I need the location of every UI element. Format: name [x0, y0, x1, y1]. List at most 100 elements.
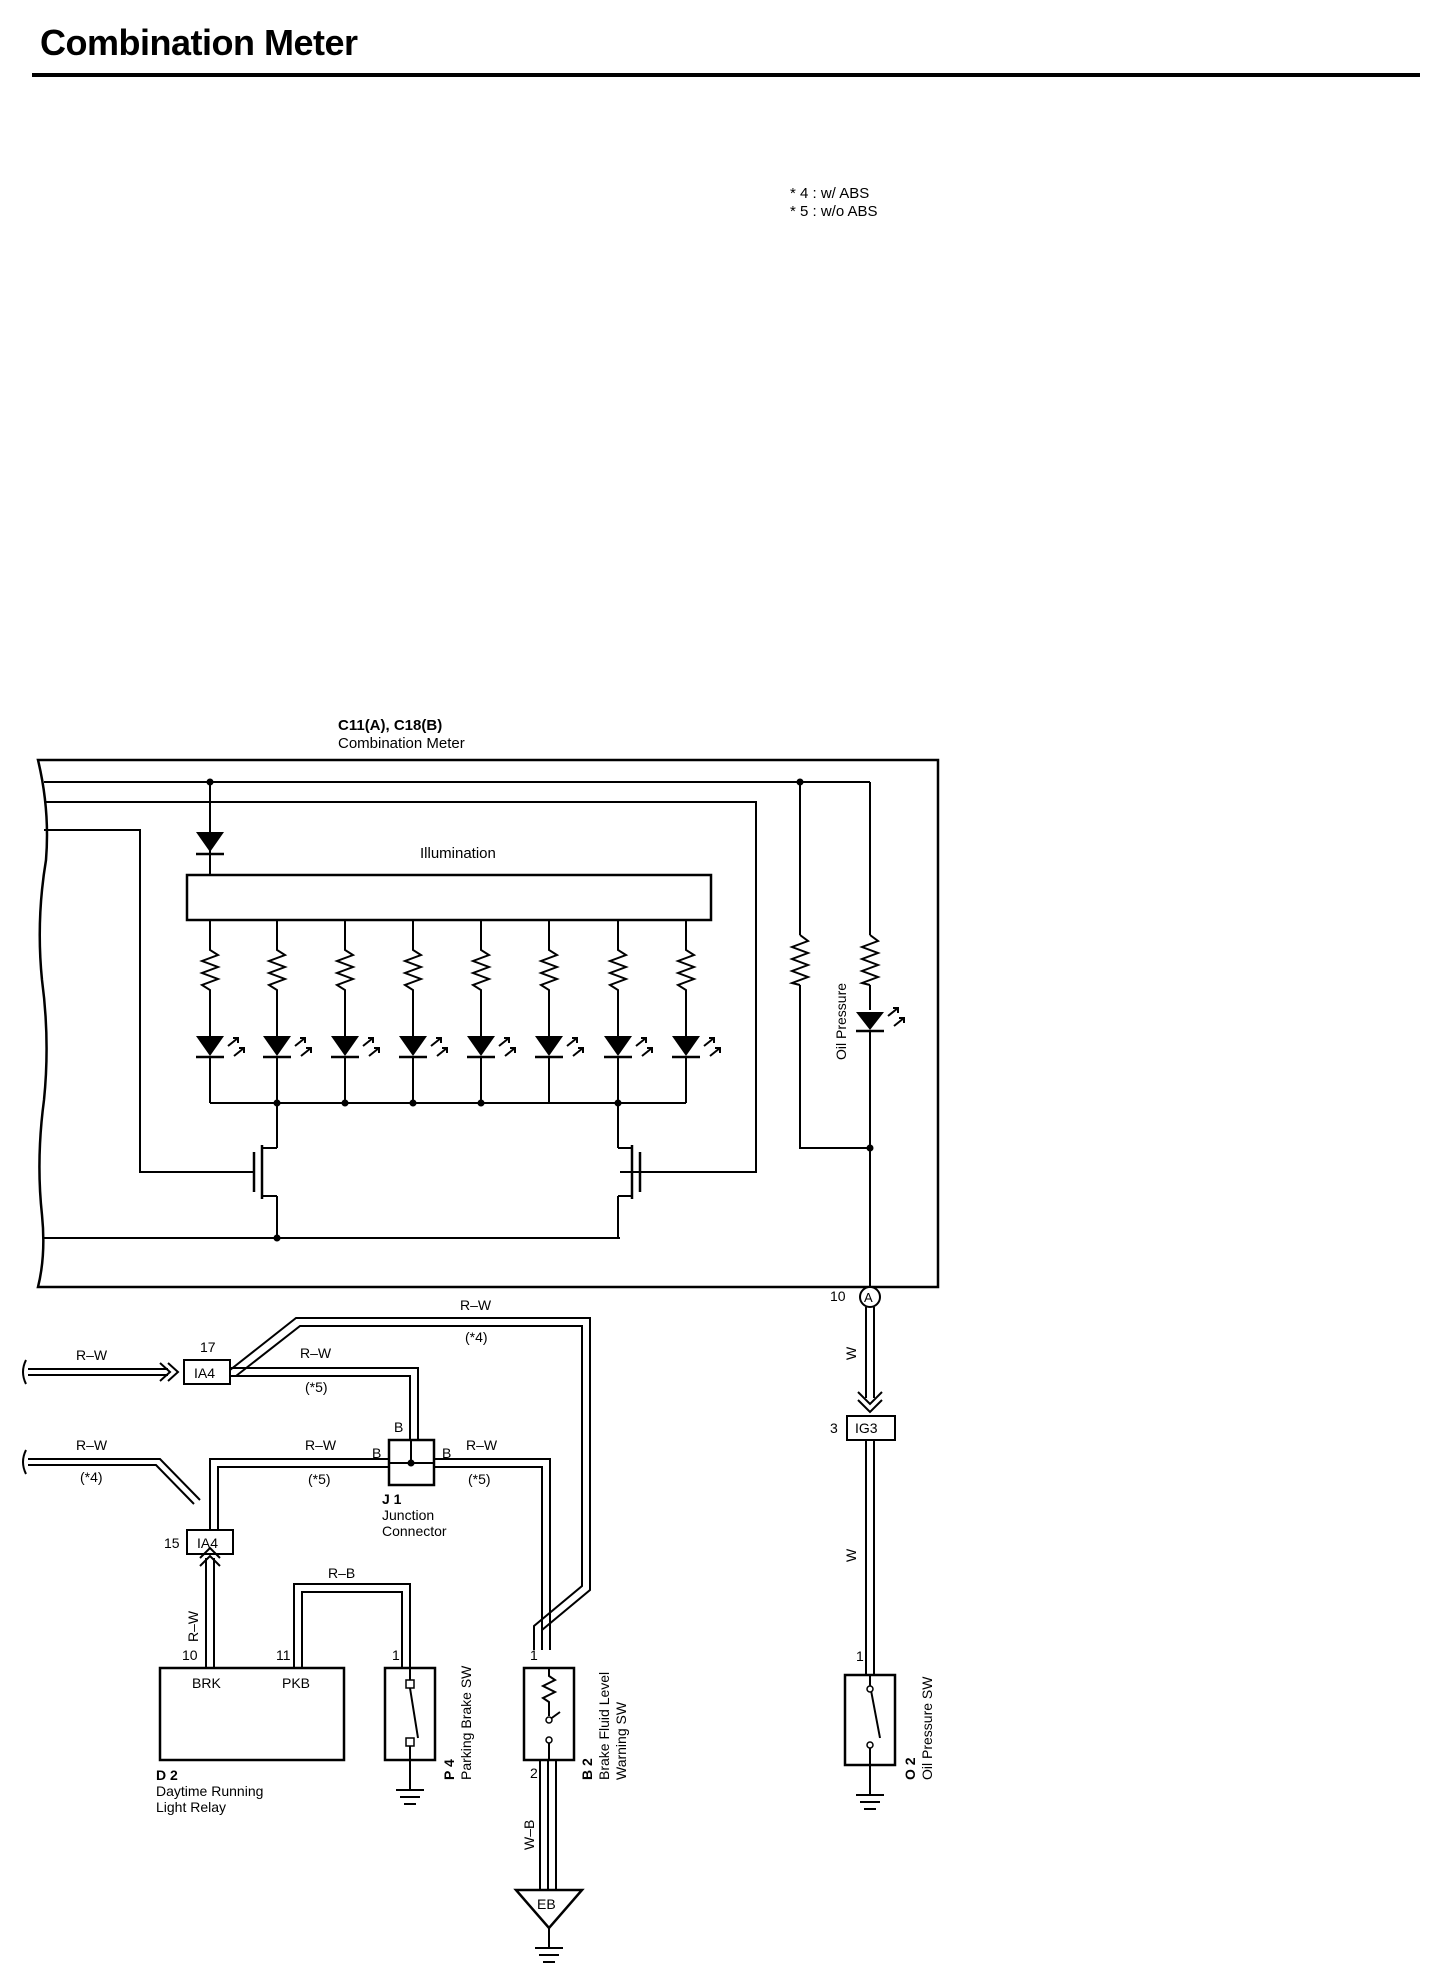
ia4-17-name: IA4	[194, 1365, 215, 1381]
b2-pin-bottom: 2	[530, 1765, 538, 1781]
oil-pressure-label: Oil Pressure	[833, 983, 849, 1060]
illumination-diode-icon	[196, 832, 224, 852]
led-icon	[263, 1036, 291, 1056]
oil-pressure-switch-contact-icon	[866, 1675, 881, 1765]
j1-line1: Junction	[382, 1507, 434, 1523]
rb-label: R–B	[328, 1565, 355, 1581]
ia4-15-name: IA4	[197, 1535, 218, 1551]
oil-pressure-resistor-left-icon	[788, 934, 811, 986]
rw-top-label: R–W	[460, 1297, 492, 1313]
illumination-block	[185, 873, 713, 922]
abs4-label: (*4)	[465, 1329, 488, 1345]
harness-rw-ia4-15: R–W (*4)	[22, 1437, 201, 1505]
led-icon	[604, 1036, 632, 1056]
d2-pin-pkb: 11	[276, 1647, 291, 1663]
meter-terminal-num: 10	[830, 1288, 846, 1304]
b2-pin-top: 1	[530, 1647, 538, 1663]
abs5-a-label: (*5)	[305, 1379, 328, 1395]
meter-terminal-a	[859, 1286, 881, 1308]
brake-fluid-switch-contact-icon	[540, 1668, 561, 1760]
o2-pin: 1	[856, 1648, 864, 1664]
wire-rb	[293, 1583, 411, 1668]
rw-in1-label: R–W	[76, 1347, 108, 1363]
j1-id: J 1	[382, 1491, 402, 1507]
ig3-pin: 3	[830, 1420, 838, 1436]
combination-meter-box	[36, 758, 940, 1289]
j1-pin-left: B	[372, 1445, 381, 1461]
p4-name: Parking Brake SW	[458, 1665, 474, 1780]
abs4-b-label: (*4)	[80, 1469, 103, 1485]
indicator-lamp	[331, 920, 380, 1103]
d2-pkb: PKB	[282, 1675, 310, 1691]
abs-notes: * 4 : w/ ABS * 5 : w/o ABS	[790, 185, 878, 220]
ground-icon	[535, 1928, 563, 1963]
harness-rw-ia4-17: R–W	[22, 1347, 180, 1385]
d2-brk: BRK	[192, 1675, 221, 1691]
illumination-label: Illumination	[420, 845, 496, 862]
wire-rw-abs5-c	[434, 1458, 551, 1650]
connector-ia4-17	[183, 1359, 231, 1385]
parking-brake-switch-contact-icon	[405, 1668, 419, 1760]
indicator-lamp	[604, 920, 653, 1103]
meter-name: Combination Meter	[338, 735, 465, 752]
j1-line2: Connector	[382, 1523, 447, 1539]
wire-rw-abs5-a	[230, 1367, 419, 1440]
b2-line2: Warning SW	[613, 1701, 629, 1780]
transistor-right-icon	[617, 1103, 642, 1238]
d2-id: D 2	[156, 1767, 178, 1783]
rw-ia4-17-label: R–W	[300, 1345, 332, 1361]
rw-right-label: R–W	[466, 1437, 498, 1453]
ig3-name: IG3	[855, 1420, 878, 1436]
p4-id: P 4	[441, 1759, 457, 1780]
d2-line2: Light Relay	[156, 1799, 226, 1815]
led-icon	[535, 1036, 563, 1056]
ground-eb-label: EB	[537, 1896, 556, 1912]
ground-icon	[396, 1760, 424, 1805]
meter-internal-wiring: Illumination	[44, 778, 874, 1286]
rw-mid-label: R–W	[305, 1437, 337, 1453]
wire-w-label-lower: W	[843, 1548, 859, 1562]
indicator-lamp	[467, 920, 516, 1103]
indicator-lamp	[263, 920, 312, 1103]
connector-ig3	[846, 1415, 896, 1441]
b2-id: B 2	[579, 1758, 595, 1780]
indicator-lamp	[535, 920, 584, 1103]
ground-icon	[856, 1765, 884, 1810]
d2-pin-brk: 10	[182, 1647, 198, 1663]
o2-name: Oil Pressure SW	[919, 1676, 935, 1780]
rw-in2-label: R–W	[76, 1437, 108, 1453]
wire-w	[857, 1307, 883, 1675]
abs5-c-label: (*5)	[468, 1471, 491, 1487]
connector-ia4-15	[186, 1529, 234, 1555]
meter-connector-ref: C11(A), C18(B)	[338, 717, 442, 734]
indicator-lamp-array	[196, 920, 721, 1107]
meter-terminal-letter: A	[864, 1290, 873, 1305]
d2-line1: Daytime Running	[156, 1783, 263, 1799]
note-w-abs: * 4 : w/ ABS	[790, 185, 869, 202]
led-icon	[672, 1036, 700, 1056]
wire-w-label-upper: W	[843, 1346, 859, 1360]
daytime-running-light-relay	[158, 1666, 346, 1762]
wire-rw-brk	[205, 1558, 215, 1668]
ground-eb	[513, 1888, 585, 1930]
led-icon	[196, 1036, 224, 1056]
wire-rw-abs5-b	[209, 1458, 389, 1540]
transistor-left-icon	[252, 1103, 281, 1242]
p4-pin: 1	[392, 1647, 400, 1663]
title-rule	[32, 73, 1420, 77]
b2-line1: Brake Fluid Level	[596, 1672, 612, 1780]
ia4-17-pin: 17	[200, 1339, 216, 1355]
ia4-15-pin: 15	[164, 1535, 180, 1551]
led-icon	[331, 1036, 359, 1056]
oil-pressure-led-icon	[856, 1007, 905, 1033]
abs5-b-label: (*5)	[308, 1471, 331, 1487]
indicator-lamp	[399, 920, 448, 1103]
oil-pressure-resistor-right-icon	[858, 934, 881, 986]
led-icon	[467, 1036, 495, 1056]
indicator-lamp	[672, 920, 721, 1103]
page-title: Combination Meter	[40, 22, 358, 63]
o2-id: O 2	[902, 1757, 918, 1780]
wb-label: W–B	[521, 1820, 537, 1850]
indicator-lamp	[196, 920, 245, 1103]
